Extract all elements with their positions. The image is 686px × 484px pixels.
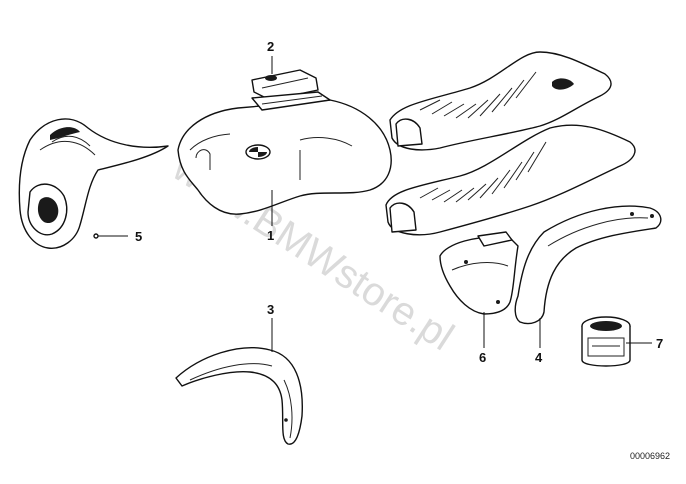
paint-tin-part[interactable]	[581, 316, 631, 367]
tank-cover-part[interactable]	[251, 69, 319, 101]
rear-fender-part[interactable]	[514, 205, 662, 325]
callout-2: 2	[267, 39, 274, 54]
document-id: 00006962	[630, 451, 670, 461]
headlight-fairing-part[interactable]	[18, 118, 169, 249]
seat-upper-part[interactable]	[389, 51, 612, 151]
callout-4: 4	[535, 350, 543, 365]
fuel-tank-part[interactable]	[177, 91, 392, 215]
callout-1: 1	[267, 228, 274, 243]
callout-3: 3	[267, 302, 274, 317]
seat-lower-part[interactable]	[385, 124, 636, 236]
callout-5: 5	[135, 229, 142, 244]
side-cover-part[interactable]	[439, 231, 519, 315]
front-fender-part[interactable]	[175, 347, 303, 445]
callout-6: 6	[479, 350, 486, 365]
callout-7: 7	[656, 336, 663, 351]
